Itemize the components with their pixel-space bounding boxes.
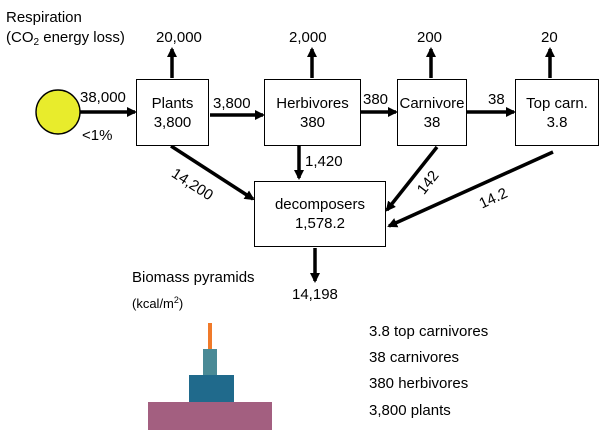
plants-name: Plants (151, 94, 194, 112)
plants-to-herbivores-value: 3,800 (213, 95, 251, 112)
decomposers-name: decomposers (274, 196, 366, 213)
sun-efficiency-label: <1% (82, 127, 113, 144)
carnivore-respiration-value: 200 (417, 29, 443, 46)
decomposers-value: 1,578.2 (294, 215, 346, 232)
topcarn-box: Top carn. 3.8 (515, 79, 599, 146)
carnivore-box: Carnivore 38 (397, 79, 467, 146)
pyramid-topcarnivores-bar (208, 323, 212, 349)
plants-box: Plants 3,800 (136, 79, 209, 146)
pyramid-title: Biomass pyramids (132, 269, 255, 286)
herbivores-to-decomposers-value: 1,420 (305, 153, 343, 170)
carnivore-to-topcarn-value: 38 (488, 91, 505, 108)
pyramid-unit: (kcal/m2) (132, 295, 184, 311)
pyramid-label-herbivores: 380 herbivores (369, 375, 469, 392)
decomposers-output-value: 14,198 (292, 286, 338, 303)
carnivore-name: Carnivore (399, 94, 465, 112)
topcarn-respiration-value: 20 (541, 29, 558, 46)
decomposers-box: decomposers 1,578.2 (254, 181, 386, 247)
plants-value: 3,800 (153, 113, 192, 131)
pyramid-carnivores-bar (203, 349, 217, 375)
carnivore-to-decomposers-arrow (385, 145, 439, 212)
topcarn-name: Top carn. (526, 94, 588, 112)
sun-input-value: 38,000 (80, 89, 126, 106)
herbivores-respiration-value: 2,000 (289, 29, 327, 46)
herbivores-box: Herbivores 380 (264, 79, 361, 146)
pyramid-label-plants: 3,800 plants (369, 402, 451, 419)
carnivore-value: 38 (423, 113, 441, 131)
pyramid-plants-bar (148, 402, 272, 430)
topcarn-to-decomposers-arrow (387, 150, 554, 228)
herbivores-value: 380 (299, 113, 326, 131)
topcarn-value: 3.8 (546, 113, 568, 131)
respiration-title: Respiration (6, 9, 82, 26)
plants-respiration-value: 20,000 (156, 29, 202, 46)
sun-circle (35, 89, 81, 135)
herbivores-to-carnivore-value: 380 (363, 91, 389, 108)
plants-to-decomposers-arrow (170, 144, 255, 201)
respiration-subtitle: (CO2 energy loss) (6, 29, 125, 48)
pyramid-label-carnivores: 38 carnivores (369, 349, 460, 366)
pyramid-label-top-carnivores: 3.8 top carnivores (369, 323, 489, 340)
pyramid-herbivores-bar (189, 375, 234, 402)
herbivores-name: Herbivores (276, 94, 349, 112)
